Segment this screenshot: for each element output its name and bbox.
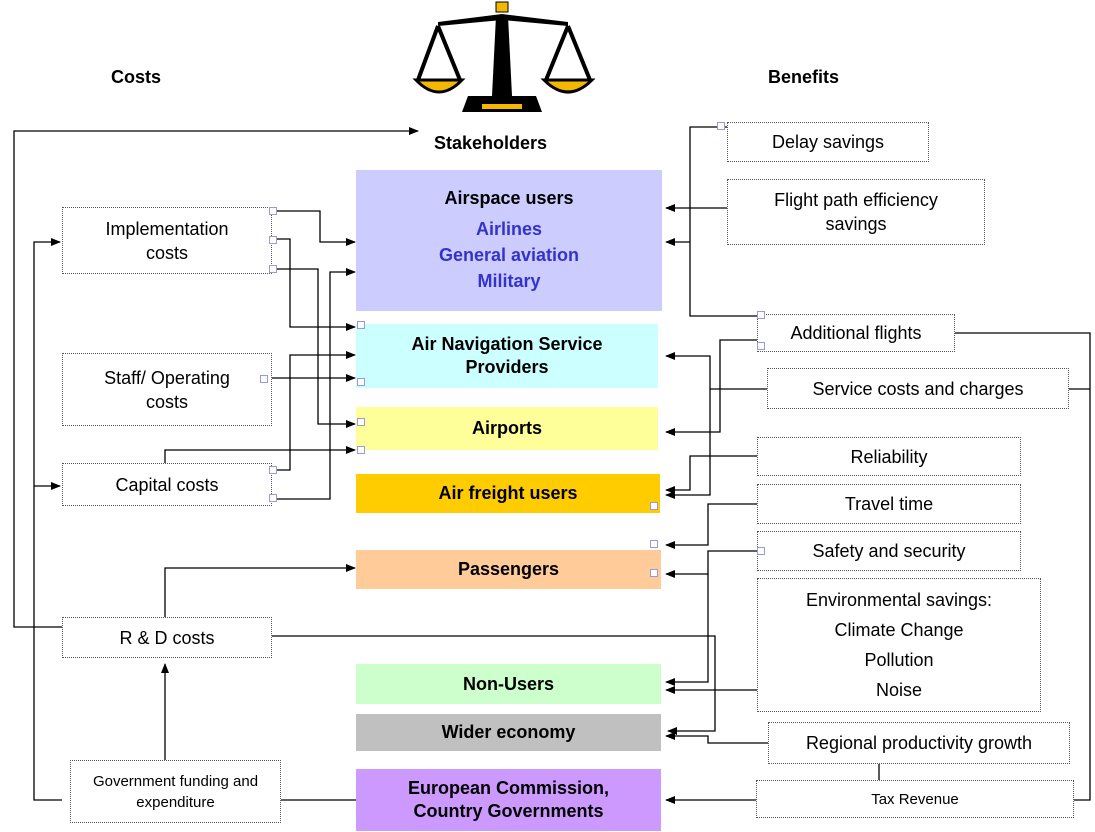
- reliability-box: Reliability: [757, 437, 1021, 476]
- military-label: Military: [477, 271, 541, 291]
- connector-handle: [269, 265, 277, 273]
- tax-revenue-box: Tax Revenue: [756, 780, 1074, 818]
- non-users-label: Non-Users: [462, 673, 555, 694]
- environmental-savings-title: Environmental savings:: [805, 590, 993, 610]
- implementation-costs-label: Implementation costs: [105, 218, 229, 263]
- flight-path-efficiency-label: Flight path efficiency savings: [774, 190, 938, 234]
- balance-scale-icon: [412, 1, 595, 112]
- connector-handle: [650, 540, 658, 548]
- connector-handle: [357, 321, 365, 329]
- airspace-users-box: Airspace users Airlines General aviation…: [356, 170, 662, 311]
- safety-security-box: Safety and security: [757, 531, 1021, 571]
- connector-handle: [269, 466, 277, 474]
- connector-handle: [757, 547, 765, 555]
- additional-flights-label: Additional flights: [790, 323, 922, 343]
- service-costs-label: Service costs and charges: [812, 378, 1024, 399]
- airports-label: Airports: [471, 418, 542, 438]
- delay-savings-label: Delay savings: [771, 132, 885, 152]
- government-funding-label: Government funding and expenditure: [92, 772, 259, 811]
- rnd-costs-label: R & D costs: [119, 627, 215, 648]
- safety-security-label: Safety and security: [812, 541, 966, 561]
- staff-operating-costs-label: Staff/ Operating costs: [104, 367, 230, 412]
- wider-economy-box: Wider economy: [356, 714, 661, 751]
- wider-economy-label: Wider economy: [441, 722, 576, 742]
- capital-costs-label: Capital costs: [115, 474, 219, 495]
- capital-costs-box: Capital costs: [62, 463, 272, 506]
- tax-revenue-label: Tax Revenue: [871, 790, 959, 808]
- airlines-label: Airlines: [475, 219, 543, 239]
- travel-time-box: Travel time: [757, 484, 1021, 524]
- pollution-label: Pollution: [864, 650, 934, 670]
- connector-handle: [757, 342, 765, 350]
- rnd-costs-box: R & D costs: [62, 617, 272, 658]
- airports-box: Airports: [356, 407, 658, 450]
- connector-handle: [650, 569, 658, 577]
- flight-path-efficiency-box: Flight path efficiency savings: [727, 179, 985, 245]
- connector-handle: [717, 122, 725, 130]
- implementation-costs-box: Implementation costs: [62, 207, 272, 274]
- travel-time-label: Travel time: [844, 494, 934, 514]
- air-freight-users-label: Air freight users: [438, 483, 578, 503]
- european-commission-box: European Commission, Country Governments: [356, 769, 661, 831]
- connector-handle: [650, 502, 658, 510]
- climate-change-label: Climate Change: [834, 620, 964, 640]
- european-commission-label: European Commission, Country Governments: [407, 778, 610, 821]
- passengers-box: Passengers: [356, 550, 661, 589]
- service-costs-box: Service costs and charges: [767, 368, 1069, 409]
- regional-productivity-label: Regional productivity growth: [805, 733, 1033, 753]
- connector-handle: [269, 207, 277, 215]
- government-funding-box: Government funding and expenditure: [70, 760, 281, 823]
- general-aviation-label: General aviation: [438, 245, 580, 265]
- environmental-savings-box: Environmental savings: Climate Change Po…: [757, 578, 1041, 712]
- connector-handle: [357, 378, 365, 386]
- stakeholders-header: Stakeholders: [434, 133, 548, 153]
- benefits-header: Benefits: [768, 67, 840, 87]
- airspace-users-title: Airspace users: [444, 188, 574, 208]
- costs-header: Costs: [111, 67, 162, 87]
- reliability-label: Reliability: [850, 446, 928, 467]
- connector-handle: [260, 375, 268, 383]
- delay-savings-box: Delay savings: [727, 122, 929, 162]
- noise-label: Noise: [875, 680, 923, 700]
- connector-handle: [357, 418, 365, 426]
- connector-handle: [757, 311, 765, 319]
- regional-productivity-box: Regional productivity growth: [768, 722, 1070, 764]
- connector-handle: [269, 494, 277, 502]
- staff-operating-costs-box: Staff/ Operating costs: [62, 353, 272, 426]
- non-users-box: Non-Users: [356, 664, 661, 704]
- additional-flights-box: Additional flights: [757, 314, 955, 352]
- ansp-box: Air Navigation Service Providers: [356, 324, 658, 388]
- connector-handle: [357, 446, 365, 454]
- connector-handle: [269, 236, 277, 244]
- air-freight-users-box: Air freight users: [356, 474, 660, 513]
- passengers-label: Passengers: [457, 559, 560, 579]
- ansp-label: Air Navigation Service Providers: [411, 334, 603, 377]
